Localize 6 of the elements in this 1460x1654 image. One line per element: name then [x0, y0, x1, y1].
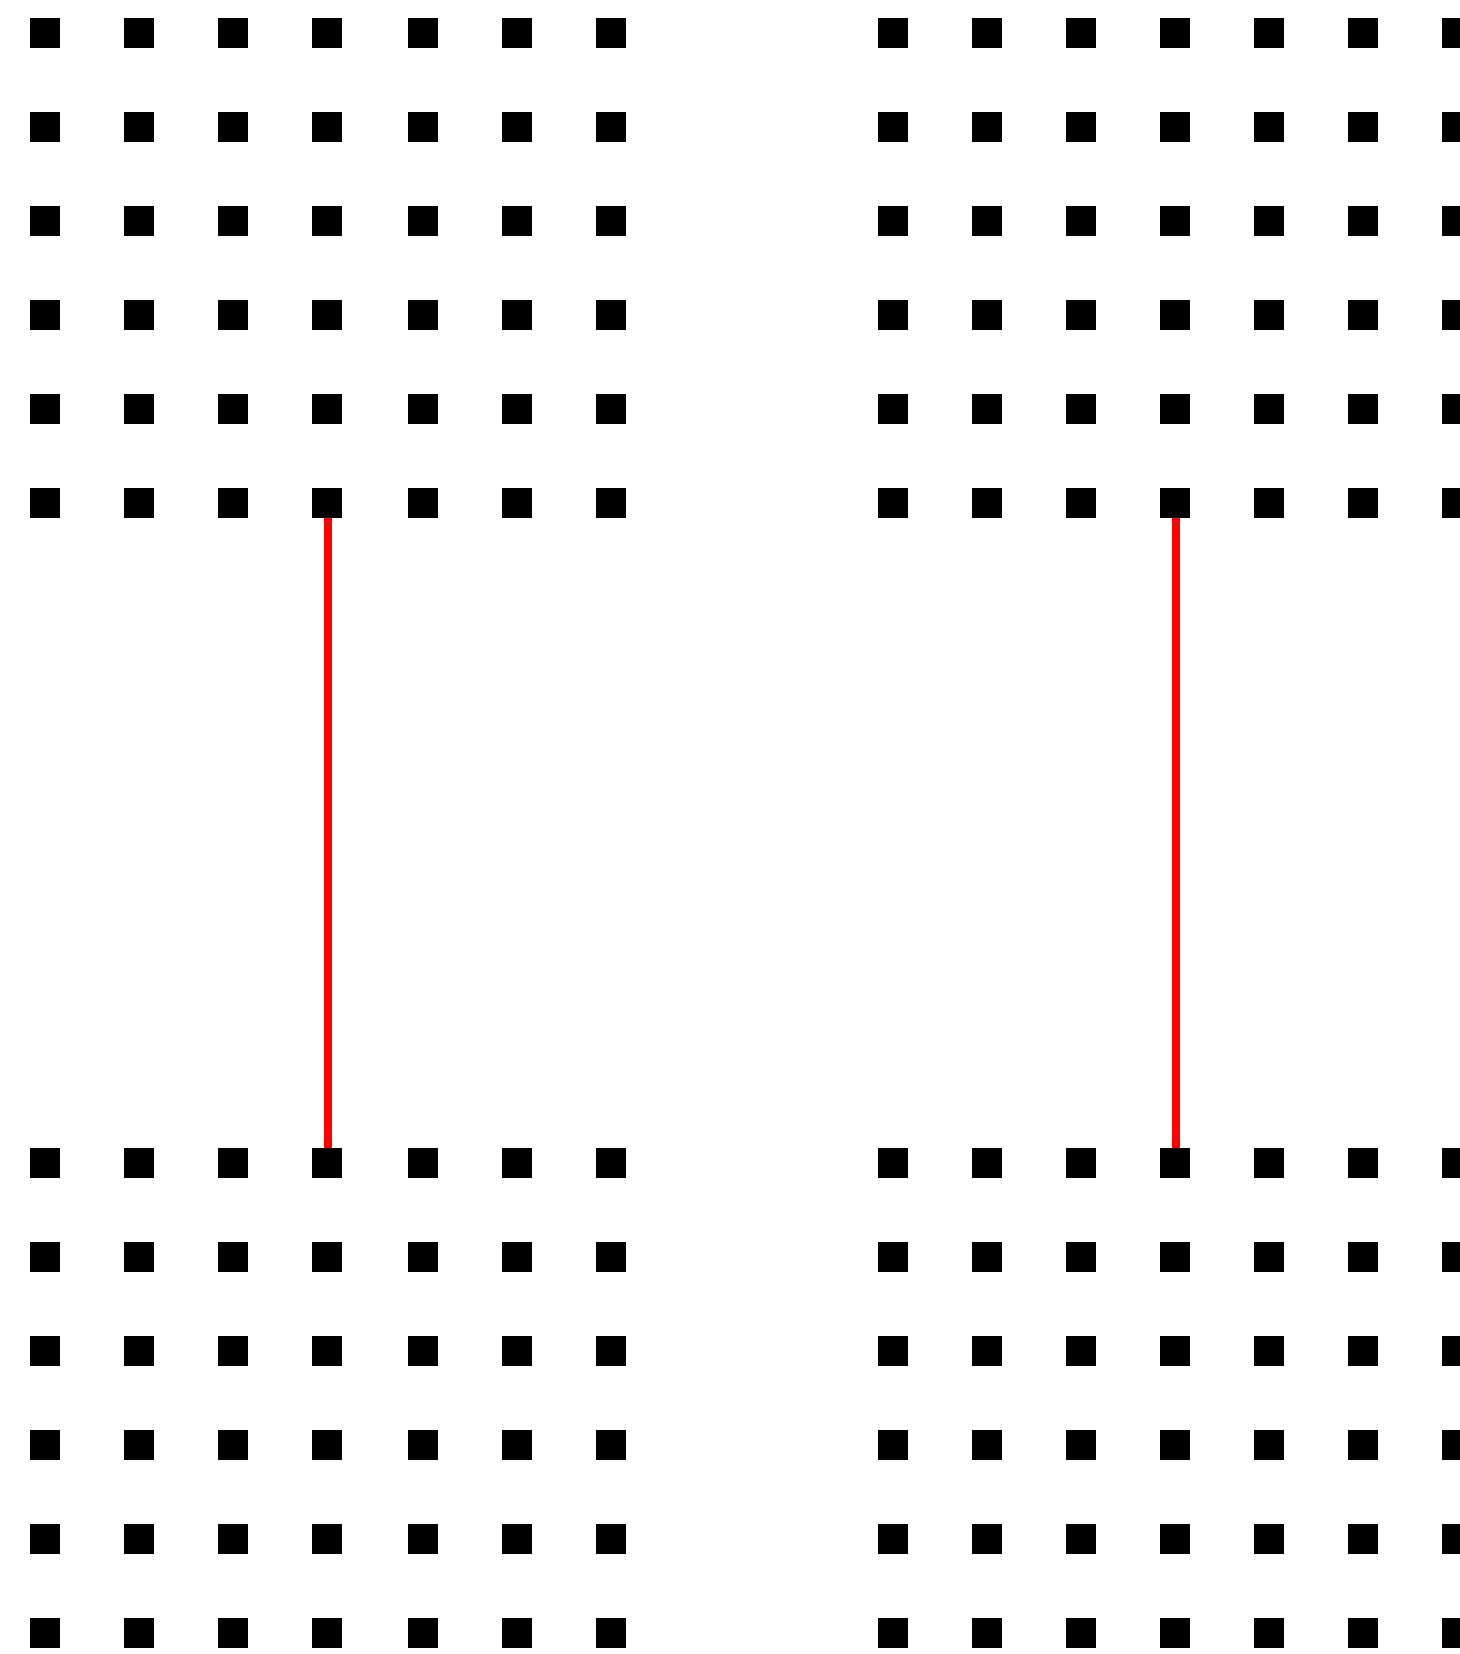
connector-line — [1172, 518, 1180, 1148]
square-marker — [312, 488, 342, 518]
square-marker — [1160, 488, 1190, 518]
square-marker — [312, 1148, 342, 1178]
square-marker — [1160, 1148, 1190, 1178]
connector-line — [324, 518, 332, 1148]
